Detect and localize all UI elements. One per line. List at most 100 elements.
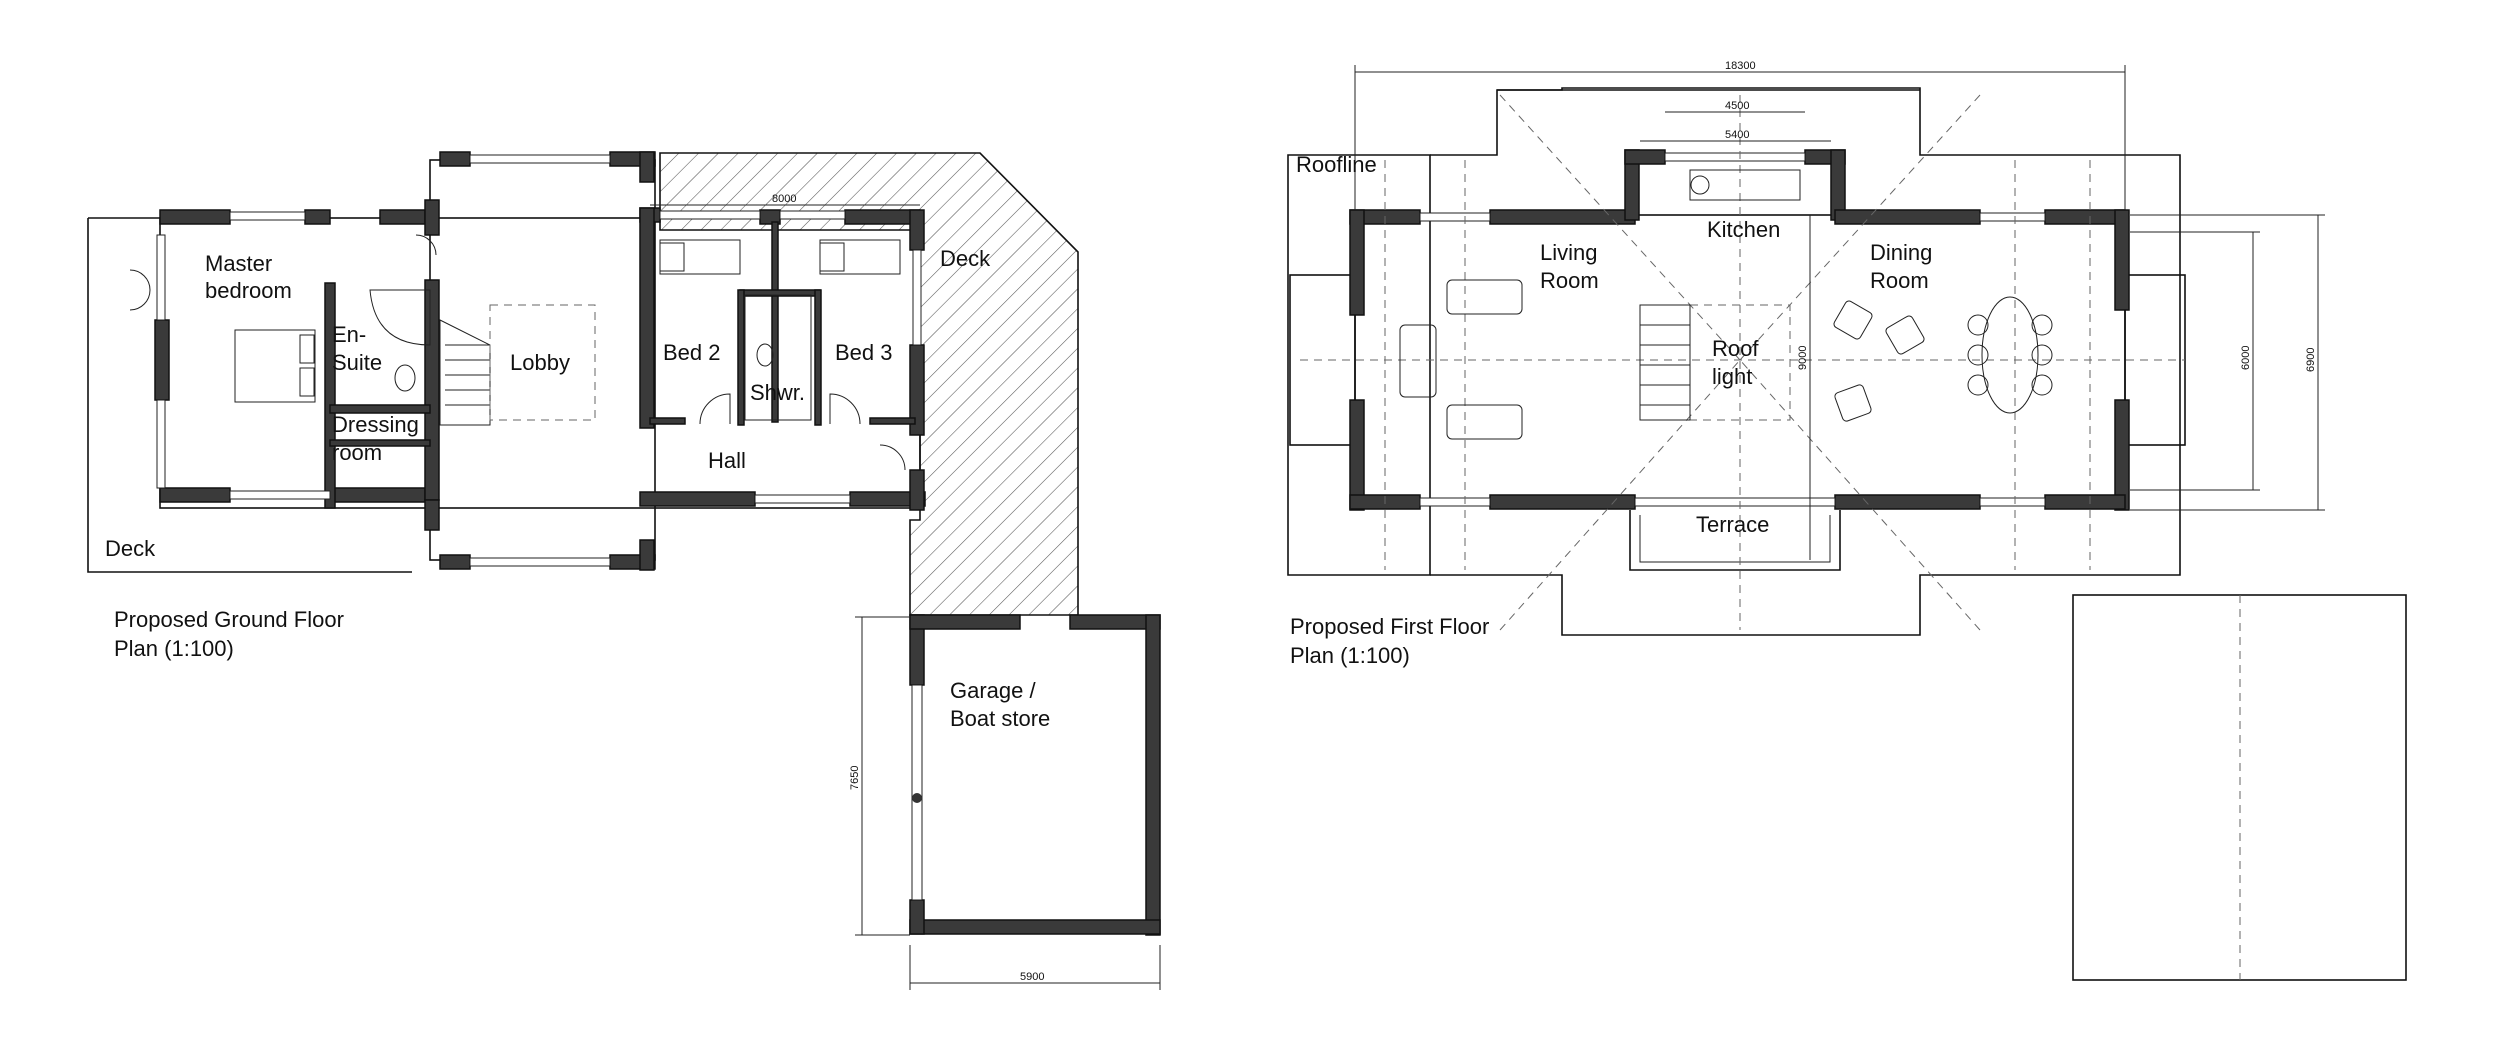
roof-light-outline: [1689, 304, 1791, 421]
room-label-living: Living: [1540, 240, 1597, 265]
wall: [639, 151, 655, 183]
first-floor-windows: [1419, 152, 2046, 507]
room-label-kitchen: Kitchen: [1707, 217, 1780, 242]
armchair-icon: [1885, 315, 1925, 355]
wall: [304, 209, 331, 225]
room-label-hall: Hall: [708, 448, 746, 473]
dimension-label: 6900: [2305, 348, 2317, 372]
wall: [771, 221, 779, 423]
wall: [844, 209, 921, 225]
room-label-bed3: Bed 3: [835, 340, 893, 365]
dining-chair-icon: [1967, 374, 1989, 396]
bed-icon: [659, 239, 741, 275]
dimension-label: 4500: [1725, 100, 1749, 112]
room-label-terrace: Terrace: [1696, 512, 1769, 537]
door-swing: [129, 289, 151, 311]
wall: [639, 207, 655, 429]
room-label-dressing: room: [332, 440, 382, 465]
wall: [424, 499, 440, 531]
armchair-icon: [1833, 300, 1873, 340]
window: [912, 249, 922, 346]
room-label-dining: Dining: [1870, 240, 1932, 265]
room-label-garage: Garage /: [950, 678, 1036, 703]
room-label-master: Master: [205, 251, 272, 276]
door-swing: [129, 269, 151, 291]
wall: [649, 417, 686, 425]
wall: [159, 487, 231, 503]
window: [754, 494, 851, 504]
dining-chair-icon: [1967, 314, 1989, 336]
stairs-icon: [439, 319, 491, 426]
dimension-label: 8000: [772, 193, 796, 205]
wall: [424, 199, 440, 236]
room-label-lobby: Lobby: [510, 350, 570, 375]
dining-chair-icon: [1967, 344, 1989, 366]
window: [469, 154, 611, 164]
dining-table-icon: [1981, 296, 2039, 414]
ground-floor-caption: Plan (1:100): [114, 636, 234, 661]
label-roofline: Roofline: [1296, 152, 1377, 177]
first-floor-caption: Plan (1:100): [1290, 643, 1410, 668]
door-swing: [415, 234, 437, 256]
first-floor-plan: 18300 4500 5400 9000 6000 6900 Roofline: [1287, 60, 2325, 668]
wall: [329, 404, 431, 414]
dimension-bedrooms: 8000: [650, 193, 920, 206]
wall: [424, 279, 440, 501]
garage-roof-plan: [2072, 594, 2407, 981]
dimension-label: 5400: [1725, 129, 1749, 141]
hob-icon: [1690, 175, 1710, 195]
window: [229, 490, 331, 500]
wall: [909, 209, 925, 251]
wall: [324, 282, 336, 509]
shower-tray-icon: [744, 294, 812, 421]
stairs-icon: [1639, 304, 1691, 421]
wall: [154, 319, 170, 401]
bed-icon: [234, 329, 316, 403]
dimension-label: 7650: [849, 766, 861, 790]
end-bay-left: [1289, 274, 1356, 446]
ground-floor-plan: 8000 7650 5900 Master bedroom En- Suite …: [87, 151, 1161, 990]
dimension-label: 5900: [1020, 971, 1044, 983]
window: [156, 399, 166, 489]
armchair-icon: [1834, 384, 1872, 422]
wall: [869, 417, 916, 425]
door-swing: [879, 444, 906, 471]
wall: [639, 539, 655, 571]
wall: [329, 439, 431, 447]
dimension-label: 9000: [1797, 346, 1809, 370]
room-label-en-suite: Suite: [332, 350, 382, 375]
dining-chair-icon: [2031, 314, 2053, 336]
ground-floor-caption: Proposed Ground Floor: [114, 607, 344, 632]
first-floor-caption: Proposed First Floor: [1290, 614, 1489, 639]
wall: [329, 487, 426, 503]
room-label-dressing: Dressing: [332, 412, 419, 437]
deck-hatched-right: [659, 152, 1079, 616]
window: [659, 210, 761, 220]
wall: [379, 209, 426, 225]
dimension-label: 6000: [2240, 346, 2252, 370]
room-label-dining: Room: [1870, 268, 1929, 293]
kitchen-counter-icon: [1689, 169, 1801, 201]
room-label-deck: Deck: [940, 246, 991, 271]
dining-chair-icon: [2031, 344, 2053, 366]
roof-ridge-lines: [1300, 94, 2185, 631]
window: [779, 210, 846, 220]
first-floor-walls: [1349, 149, 2130, 511]
wall: [439, 151, 471, 167]
bed-icon: [819, 239, 901, 275]
lobby-roof-light-outline: [489, 304, 596, 421]
dimension-overall-width: 18300: [1354, 60, 2126, 210]
sofa-icon: [1399, 324, 1437, 398]
dimension-depth-6900: 6900: [2130, 214, 2325, 511]
label-roof-light: Roof: [1712, 336, 1759, 361]
dimension-garage-depth: 7650: [849, 616, 910, 936]
dimension-kitchen-outer: 5400: [1640, 129, 1831, 142]
sofa-icon: [1446, 404, 1523, 440]
wall: [439, 554, 471, 570]
sofa-icon: [1446, 279, 1523, 315]
garage-walls: [909, 614, 1161, 936]
dimension-depth-6000: 6000: [2130, 231, 2260, 491]
wall: [814, 289, 822, 426]
door-swing: [829, 393, 861, 425]
